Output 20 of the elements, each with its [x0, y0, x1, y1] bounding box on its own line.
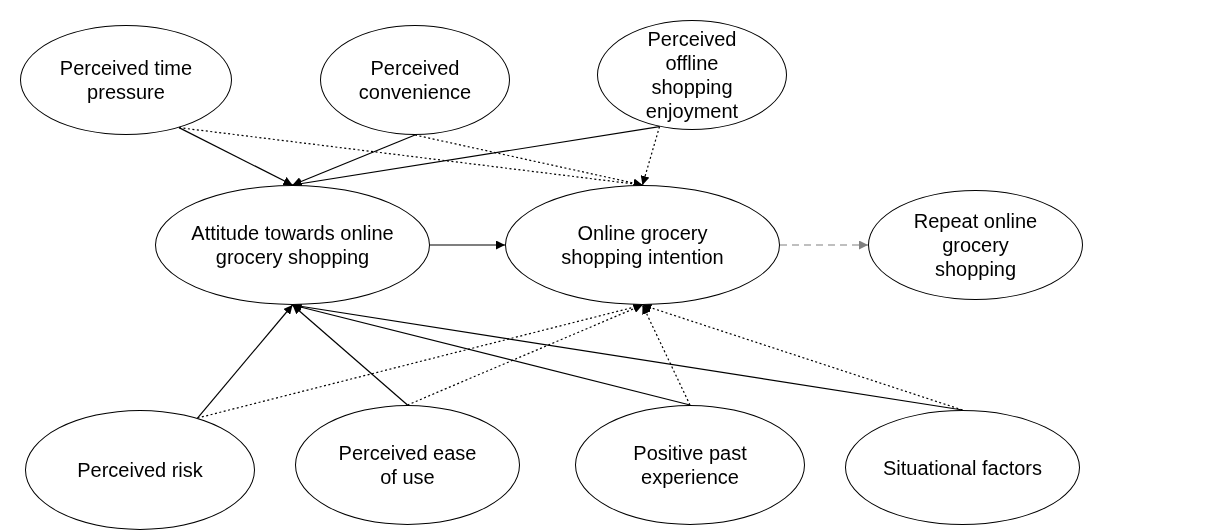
arrow	[178, 127, 294, 186]
arrow	[196, 304, 294, 419]
concept-ellipse: Positive past experience	[575, 405, 805, 525]
concept-ellipse: Perceived offline shopping enjoyment	[597, 20, 787, 130]
concept-ellipse: Attitude towards online grocery shopping	[155, 185, 430, 305]
concept-ellipse: Online grocery shopping intention	[505, 185, 780, 305]
arrow	[429, 240, 506, 250]
arrow	[779, 240, 869, 250]
arrow	[641, 303, 964, 411]
arrow	[640, 126, 661, 186]
concept-ellipse: Situational factors	[845, 410, 1080, 525]
concept-ellipse: Perceived convenience	[320, 25, 510, 135]
arrow	[291, 134, 416, 186]
arrow	[406, 304, 644, 406]
arrow	[641, 304, 691, 406]
concept-ellipse: Perceived risk	[25, 410, 255, 530]
concept-ellipse: Repeat online grocery shopping	[868, 190, 1083, 300]
concept-ellipse: Perceived time pressure	[20, 25, 232, 135]
concept-ellipse: Perceived ease of use	[295, 405, 520, 525]
arrow	[291, 304, 409, 406]
